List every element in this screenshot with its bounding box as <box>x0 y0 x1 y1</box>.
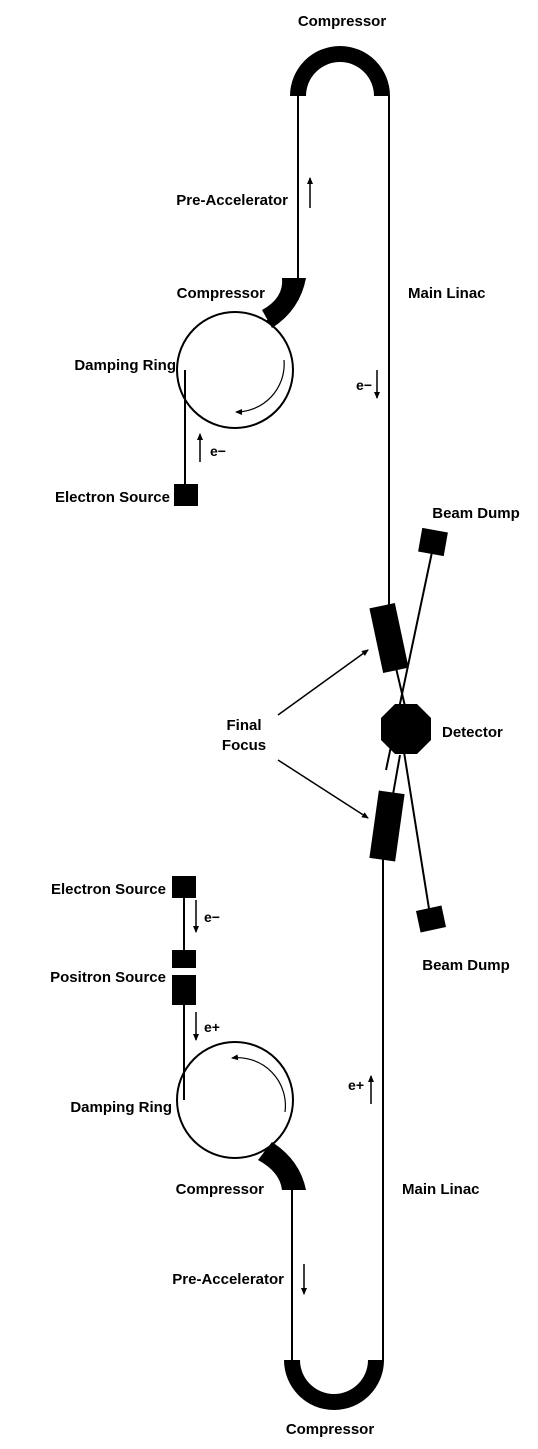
compressor-top-arc <box>290 46 390 96</box>
electron-source-bottom-label: Electron Source <box>51 881 166 898</box>
positron-source-block-upper <box>172 950 196 968</box>
compressor-bottom-arc <box>284 1360 384 1410</box>
beam-dump-bottom-line <box>403 751 431 916</box>
final-focus-arrow-upper <box>277 649 369 716</box>
beam-dump-bottom-block <box>415 905 447 933</box>
positron-ring-label: e+ <box>204 1019 220 1035</box>
final-focus-bottom-magnet <box>369 790 405 862</box>
electron-bottom-label: e− <box>204 909 220 925</box>
damping-ring-bottom-label: Damping Ring <box>70 1099 172 1116</box>
beam-dump-top-block <box>418 527 448 557</box>
compressor-lower-small-label: Compressor <box>176 1181 265 1198</box>
detector-octagon <box>381 704 431 754</box>
beam-dump-bottom-label: Beam Dump <box>422 957 510 974</box>
final-focus-arrow-lower <box>277 759 369 819</box>
final-focus-label-line1: Final <box>226 717 261 734</box>
pre-accelerator-top-label: Pre-Accelerator <box>176 192 288 209</box>
compressor-bottom-label: Compressor <box>286 1421 375 1438</box>
damping-ring-bottom-rotation-arrow <box>231 1054 287 1113</box>
main-linac-top-label: Main Linac <box>408 285 486 302</box>
electron-source-bottom-block <box>172 876 196 898</box>
final-focus-top-magnet <box>369 603 409 673</box>
electron-linac-top-label: e− <box>356 377 372 393</box>
positron-source-label: Positron Source <box>50 969 166 986</box>
electron-ring-top-label: e− <box>210 443 226 459</box>
electron-source-top-block <box>174 484 198 506</box>
main-linac-bottom-label: Main Linac <box>402 1181 480 1198</box>
compressor-upper-small-label: Compressor <box>177 285 266 302</box>
ring-to-compressor-top-line <box>265 313 279 323</box>
beam-dump-top-label: Beam Dump <box>432 505 520 522</box>
positron-source-block-lower <box>172 975 196 1005</box>
final-focus-bottom-to-detector <box>391 754 401 801</box>
positron-linac-label: e+ <box>348 1077 364 1093</box>
electron-source-top-label: Electron Source <box>55 489 170 506</box>
final-focus-label-line2: Focus <box>222 737 266 754</box>
damping-ring-top-circle <box>176 311 294 429</box>
damping-ring-top-label: Damping Ring <box>74 357 176 374</box>
damping-ring-bottom-circle <box>176 1041 294 1159</box>
pre-accelerator-bottom-label: Pre-Accelerator <box>172 1271 284 1288</box>
detector-label: Detector <box>442 724 503 741</box>
compressor-upper-small-block <box>262 278 306 328</box>
damping-ring-top-rotation-arrow <box>235 359 285 416</box>
compressor-lower-small-block <box>258 1142 306 1190</box>
compressor-top-label: Compressor <box>298 13 387 30</box>
